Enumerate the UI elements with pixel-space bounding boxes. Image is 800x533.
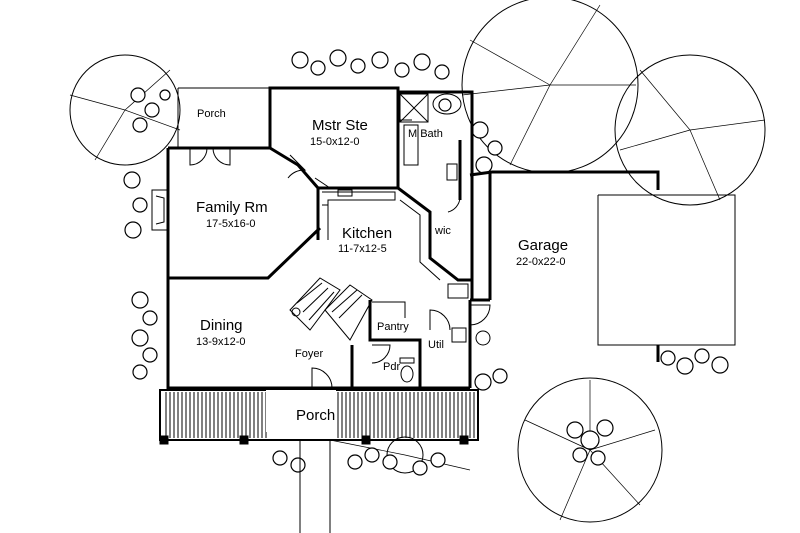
- tree-far-right: [614, 54, 766, 206]
- master-suite-dims: 15-0x12-0: [310, 136, 360, 148]
- front-porch: [159, 389, 479, 533]
- tree-left: [69, 54, 181, 166]
- kitchen-label: Kitchen: [342, 225, 392, 242]
- dining-dims: 13-9x12-0: [196, 336, 246, 348]
- foyer-label: Foyer: [295, 348, 323, 360]
- powder-label: Pdr: [383, 361, 400, 373]
- room-labels: Porch Mstr Ste 15-0x12-0 M Bath Family R…: [196, 108, 568, 424]
- tree-bottom-center: [386, 436, 424, 474]
- master-suite-label: Mstr Ste: [312, 117, 368, 134]
- doors: [189, 119, 491, 389]
- master-bath-label: M Bath: [408, 128, 443, 140]
- pantry-label: Pantry: [377, 321, 409, 333]
- walls: [166, 86, 660, 390]
- garage-label: Garage: [518, 237, 568, 254]
- tree-bottom-right: [517, 377, 663, 523]
- wic-label: wic: [434, 225, 451, 237]
- family-room-dims: 17-5x16-0: [206, 218, 256, 230]
- landscaping: [69, 0, 766, 523]
- utility-label: Util: [428, 339, 444, 351]
- wall-details: [151, 93, 736, 383]
- porch-back-label: Porch: [197, 108, 226, 120]
- porch-front-label: Porch: [296, 407, 335, 424]
- dining-label: Dining: [200, 317, 243, 334]
- family-room-label: Family Rm: [196, 199, 268, 216]
- kitchen-dims: 11-7x12-5: [338, 243, 387, 255]
- back-porch: [177, 87, 270, 148]
- garage-dims: 22-0x22-0: [516, 256, 566, 268]
